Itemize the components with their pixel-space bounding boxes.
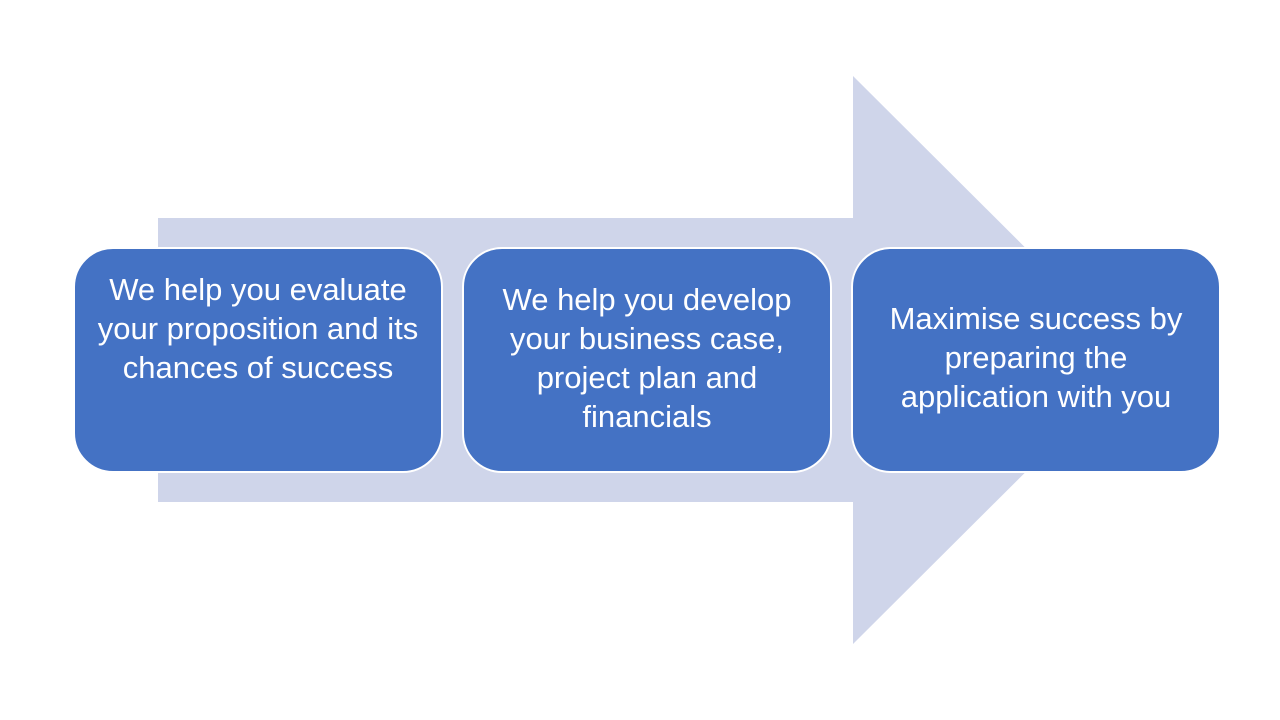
step-box-maximise: Maximise success by preparing the applic… (851, 247, 1221, 473)
step-box-develop: We help you develop your business case, … (462, 247, 832, 473)
step-label: We help you evaluate your proposition an… (97, 272, 419, 385)
step-label: We help you develop your business case, … (502, 281, 792, 434)
step-label: Maximise success by preparing the applic… (889, 301, 1183, 414)
step-box-evaluate: We help you evaluate your proposition an… (73, 247, 443, 473)
